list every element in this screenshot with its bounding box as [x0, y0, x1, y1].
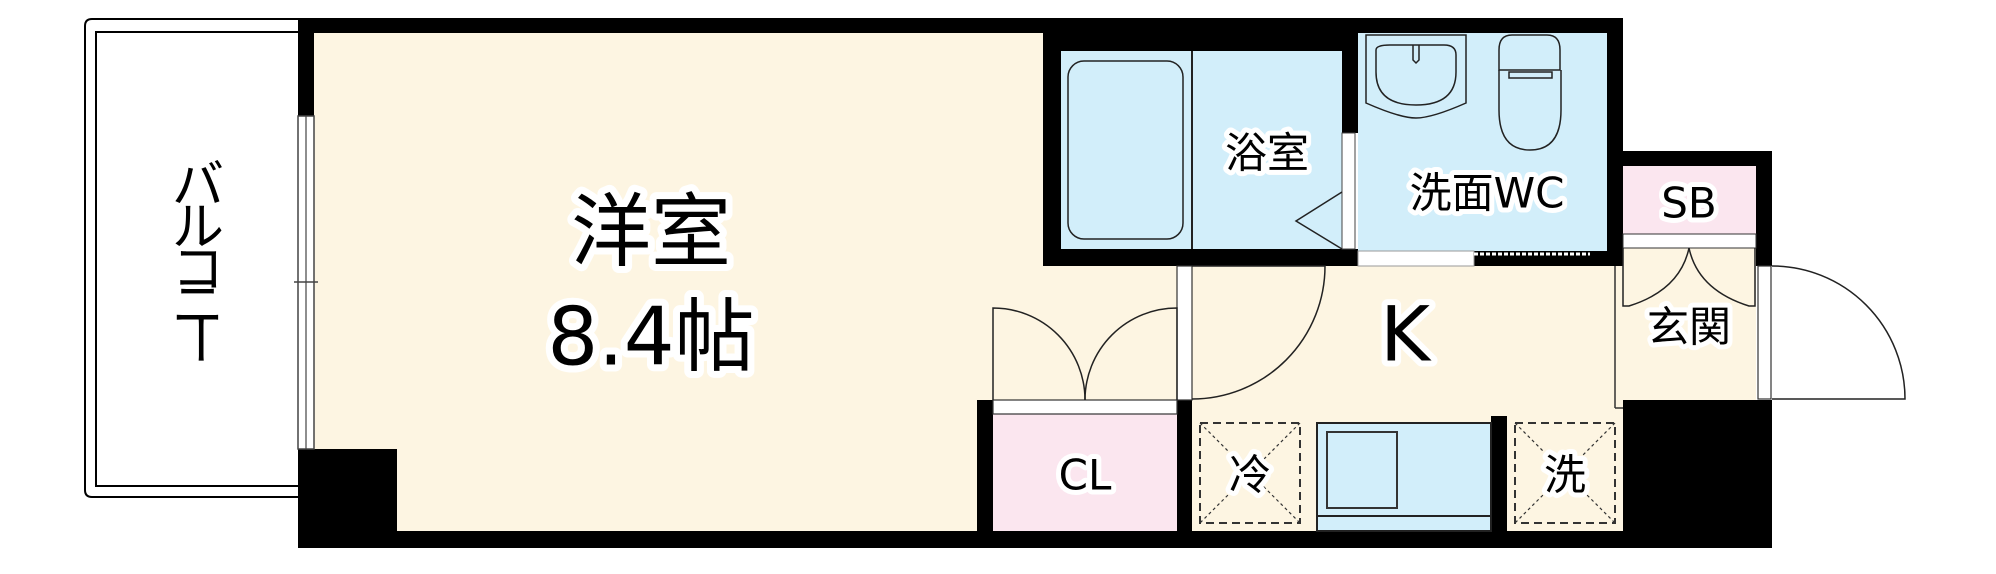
wc-right-wall: [1607, 18, 1623, 266]
closet-right-wall: [1177, 400, 1192, 548]
bath-bottom-wall: [1043, 249, 1358, 266]
bathroom-label: 浴室: [1225, 129, 1309, 178]
shoe-box-label: SB: [1661, 179, 1716, 228]
bottom-wall: [298, 531, 1772, 548]
top-wall: [298, 18, 1623, 33]
closet-double-door[interactable]: [992, 307, 1178, 401]
washroom-label: 洗面WC: [1410, 169, 1565, 218]
washroom-sliding-door[interactable]: [1357, 250, 1590, 267]
balcony-window[interactable]: [294, 115, 318, 450]
kitchen-divider-wall: [1491, 416, 1507, 548]
balcony-label-char: ー: [168, 314, 228, 366]
closet-door-frame: [992, 399, 1178, 415]
western-room-floor: [314, 33, 1058, 531]
entrance-door[interactable]: [1757, 265, 1906, 400]
kitchen-sink-counter: [1316, 422, 1492, 532]
toilet-icon: [1498, 34, 1562, 151]
balcony-label-char: ル: [172, 198, 224, 258]
entrance-label: 玄関: [1647, 303, 1731, 352]
sb-door-frame: [1622, 233, 1757, 249]
bath-right-wall: [1342, 18, 1358, 133]
washbasin-icon: [1365, 34, 1467, 119]
closet-left-wall: [977, 400, 993, 548]
bathroom-floor: [1061, 51, 1342, 249]
bottom-right-block: [1623, 400, 1772, 548]
washer-space: [1514, 422, 1616, 524]
shoe-box-doors[interactable]: [1622, 247, 1756, 307]
kitchen-label: K: [1380, 290, 1432, 379]
closet-label: CL: [1059, 451, 1112, 500]
bath-left-wall: [1043, 18, 1061, 266]
shoe-box-floor: [1623, 166, 1756, 234]
western-room-size: 8.4帖: [547, 291, 754, 384]
balcony-label-char: ニ: [172, 276, 224, 336]
balcony-label-char: バ: [172, 156, 224, 216]
sb-right-wall: [1756, 151, 1772, 266]
fridge-label: 冷: [1229, 451, 1271, 500]
entrance-floor: [1615, 248, 1756, 400]
sb-top-wall: [1607, 151, 1772, 166]
bathroom-door[interactable]: [1294, 132, 1356, 250]
balcony-outer-rail: [84, 18, 298, 498]
balcony-inner-rail: [95, 31, 298, 487]
closet-floor: [993, 414, 1177, 531]
washer-label: 洗: [1544, 451, 1586, 500]
washroom-floor: [1358, 33, 1607, 251]
bathtub-icon: [1067, 60, 1184, 240]
balcony: [84, 18, 298, 498]
fridge-space: [1199, 422, 1301, 524]
balcony-label: バ ル コ ニ ー: [168, 156, 228, 366]
kitchen-door-swing[interactable]: [1191, 265, 1326, 400]
kitchen-partition: [1176, 265, 1193, 401]
walls: [298, 18, 1772, 548]
left-wall-upper: [298, 18, 314, 116]
balcony-label-char: コ: [172, 240, 224, 300]
bath-top-wall: [1043, 18, 1358, 51]
western-room-label: 洋室: [571, 186, 731, 279]
